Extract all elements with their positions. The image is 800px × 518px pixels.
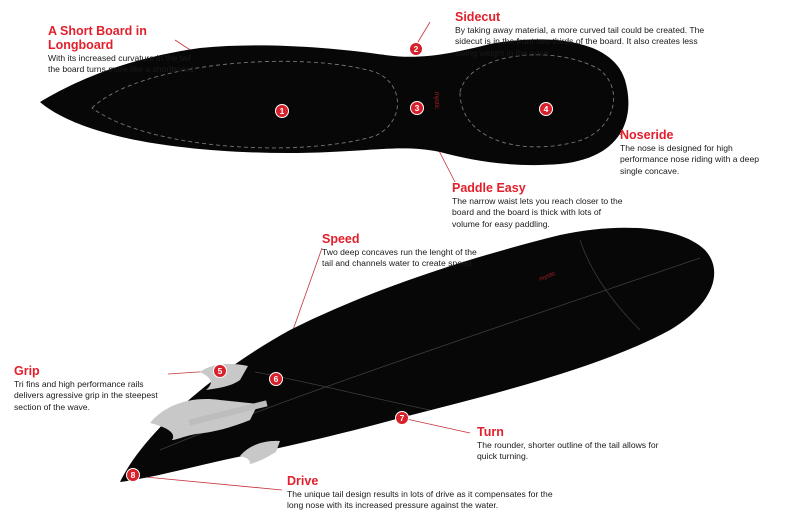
callout-noseride: Noseride The nose is designed for high p…: [620, 128, 770, 177]
leader-line-8: [134, 475, 283, 491]
callout-description: With its increased curvature in the tail…: [48, 53, 197, 75]
callout-description: By taking away material, a more curved t…: [455, 25, 705, 58]
callout-sidecut: Sidecut By taking away material, a more …: [455, 10, 705, 59]
callout-description: Tri fins and high performance rails deli…: [14, 379, 158, 412]
badge-7: 7: [395, 411, 409, 425]
badge-2: 2: [409, 42, 423, 56]
callout-paddle-easy: Paddle Easy The narrow waist lets you re…: [452, 181, 627, 230]
badge-1: 1: [275, 104, 289, 118]
top-board-logo: mystic: [433, 92, 439, 109]
fin-box: [188, 400, 268, 426]
badge-5: 5: [213, 364, 227, 378]
callout-turn: Turn The rounder, shorter outline of the…: [477, 425, 662, 463]
callout-title: Grip: [14, 364, 40, 378]
callout-title: Sidecut: [455, 10, 501, 24]
badge-3: 3: [410, 101, 424, 115]
callout-description: Two deep concaves run the lenght of the …: [322, 247, 477, 269]
leader-line-7: [401, 417, 471, 434]
top-board: mystic: [40, 39, 629, 166]
callout-description: The unique tail design results in lots o…: [287, 489, 553, 511]
callout-grip: Grip Tri fins and high performance rails…: [14, 364, 174, 413]
callout-description: The rounder, shorter outline of the tail…: [477, 440, 659, 462]
fins: [150, 364, 280, 464]
fin-top: [200, 364, 248, 390]
callout-speed: Speed Two deep concaves run the lenght o…: [322, 232, 487, 270]
callout-title: Drive: [287, 474, 319, 488]
callout-description: The nose is designed for high performanc…: [620, 143, 760, 176]
bottom-board-logo: mystic: [539, 271, 557, 283]
fin-bottom: [240, 440, 280, 464]
callout-title: Speed: [322, 232, 360, 246]
badge-6: 6: [269, 372, 283, 386]
callout-drive: Drive The unique tail design results in …: [287, 474, 557, 512]
bottom-board-rail-line: [579, 239, 641, 331]
callout-title: A Short Board in Longboard: [48, 24, 147, 52]
callout-title: Paddle Easy: [452, 181, 526, 195]
badge-8: 8: [126, 468, 140, 482]
top-board-right-concave: [459, 54, 615, 148]
callout-description: The narrow waist lets you reach closer t…: [452, 196, 623, 229]
callout-short-board: A Short Board in Longboard With its incr…: [48, 24, 203, 76]
badge-4: 4: [539, 102, 553, 116]
callout-title: Turn: [477, 425, 504, 439]
callout-title: Noseride: [620, 128, 674, 142]
top-board-outline: [40, 39, 629, 166]
